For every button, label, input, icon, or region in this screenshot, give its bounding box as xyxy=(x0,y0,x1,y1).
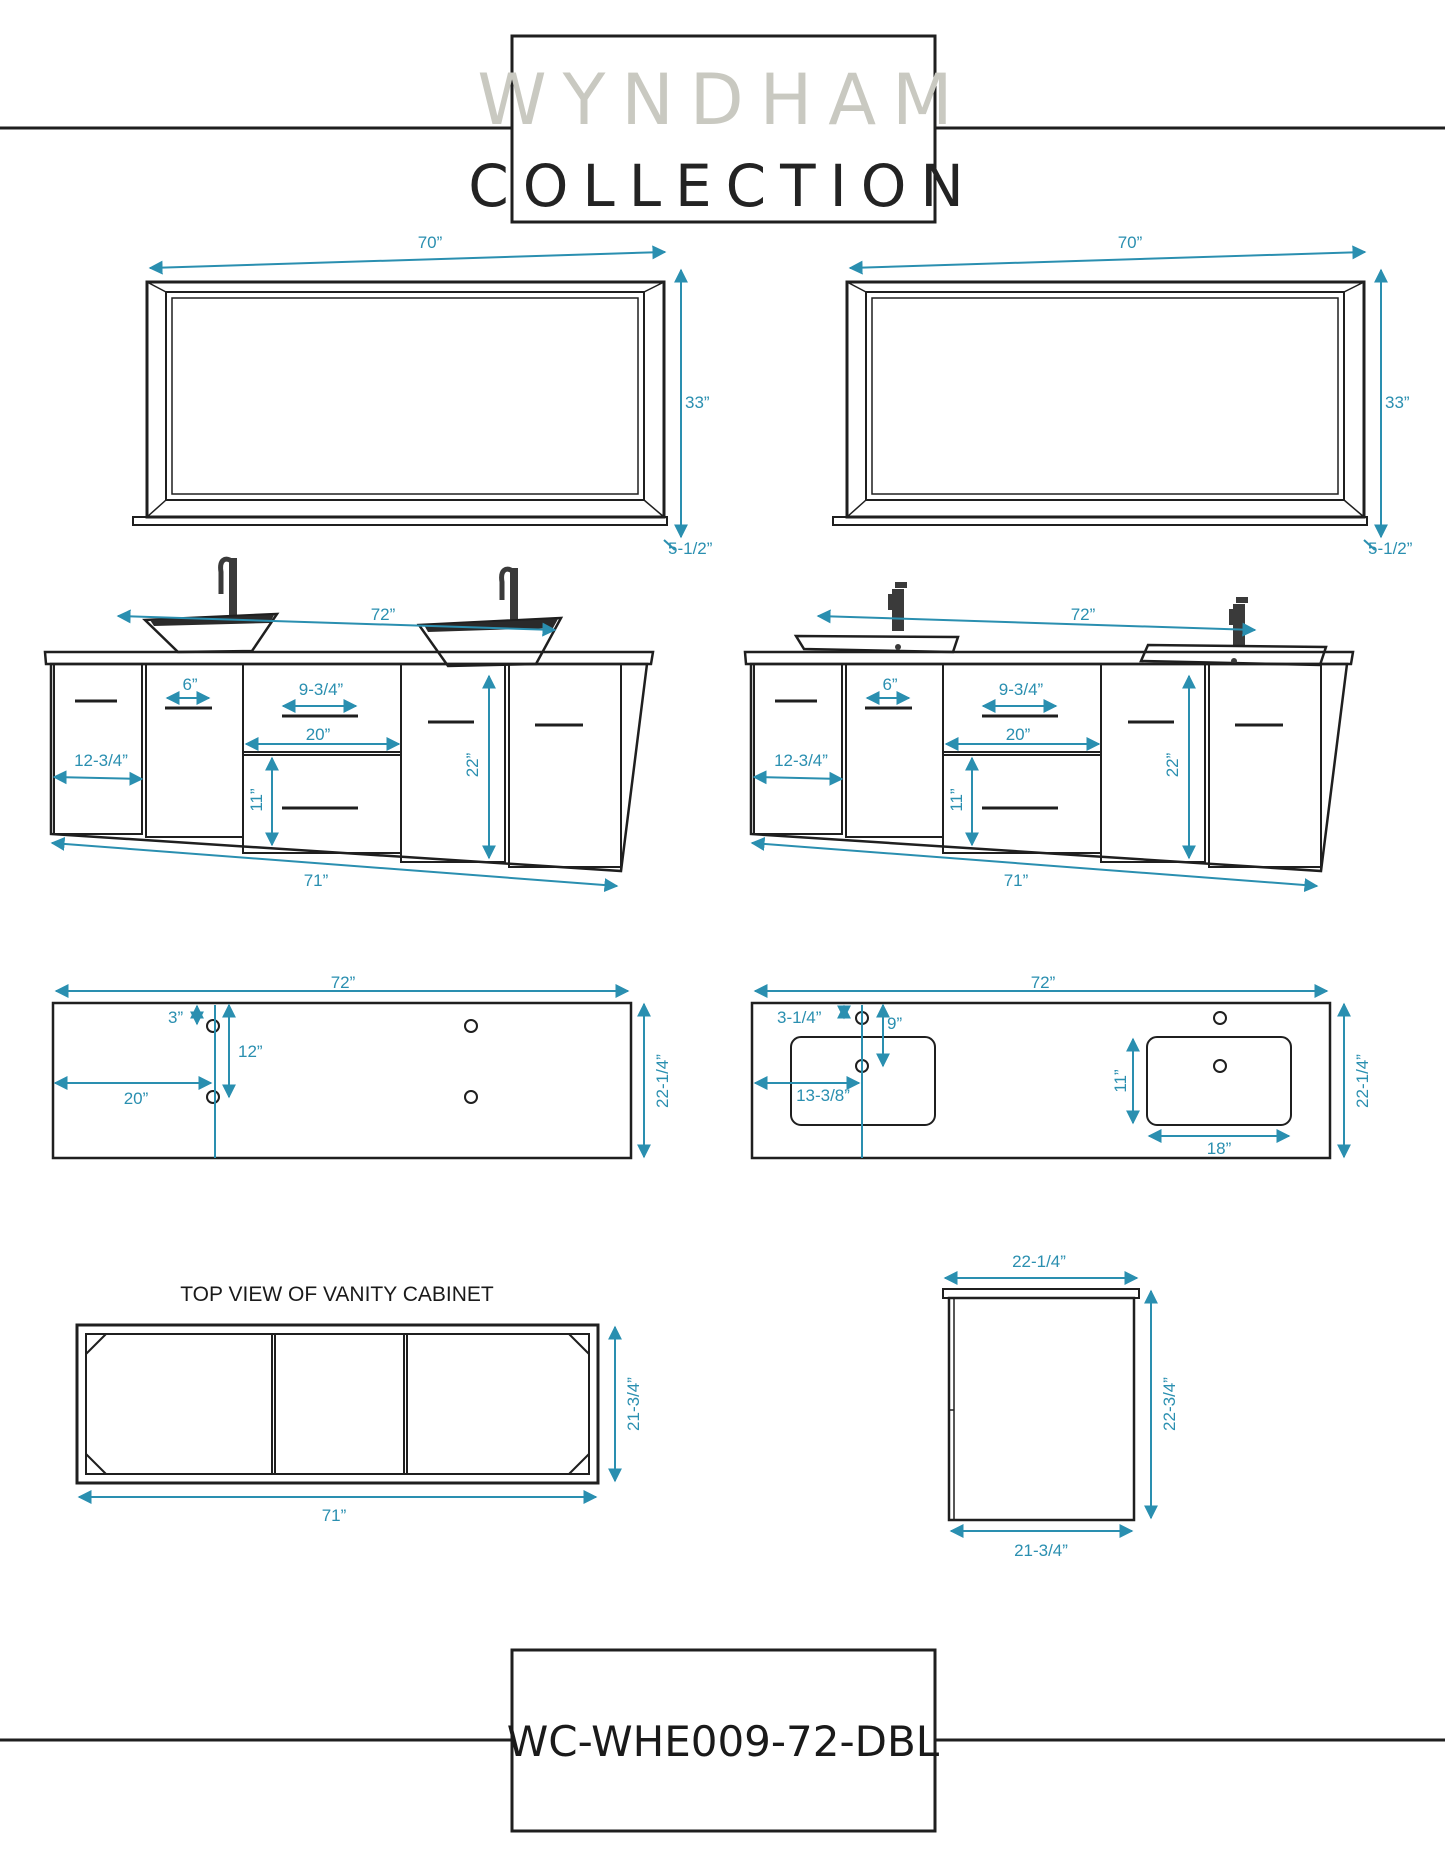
side-width-label: 12-3/4” xyxy=(74,751,128,770)
counter-right xyxy=(743,650,1355,666)
cabinet-height-label: 22” xyxy=(463,752,482,777)
edge-offset-label: 3-1/4” xyxy=(777,1008,822,1027)
mirror-right xyxy=(832,280,1368,526)
mirror-width-label: 70” xyxy=(418,233,443,252)
faucet-left xyxy=(888,582,907,631)
brand-wyndham: WYNDHAM xyxy=(477,59,968,141)
cabinet-depth-label: 21-3/4” xyxy=(624,1377,643,1431)
drawer-width-label: 9-3/4” xyxy=(299,680,344,699)
side-bottom-depth-label: 21-3/4” xyxy=(1014,1541,1068,1560)
cabinet-width-label: 71” xyxy=(322,1506,347,1525)
counter-width-label: 72” xyxy=(1071,605,1096,624)
shelf-depth-label: 5-1/2” xyxy=(1368,539,1413,558)
vessel-sink-right xyxy=(416,616,564,668)
faucet-offset-label: 9” xyxy=(887,1014,902,1033)
side-top-depth-label: 22-1/4” xyxy=(1012,1252,1066,1271)
undermount-sink-left xyxy=(793,634,960,654)
faucet-hole xyxy=(1213,1011,1227,1025)
faucet-hole xyxy=(464,1019,478,1033)
faucet-right xyxy=(1229,597,1248,646)
counter-left xyxy=(43,650,655,666)
cabinet-top-view: TOP VIEW OF VANITY CABINET 21-3/4” 71” xyxy=(75,1283,643,1525)
vessel-faucet-right xyxy=(499,566,518,626)
center-width-label: 20” xyxy=(1006,725,1031,744)
cabinet-width-label: 71” xyxy=(304,871,329,890)
mirror-height-label: 33” xyxy=(685,393,710,412)
door-width-label: 6” xyxy=(882,675,897,694)
side-offset-label: 20” xyxy=(124,1089,149,1108)
right-top-plan: 72” 3-1/4” 9” 13-3/8” 11” 18” 22-1/4” xyxy=(750,973,1372,1160)
sink-depth-label: 11” xyxy=(1111,1069,1130,1093)
sink-cutout xyxy=(1146,1036,1292,1126)
cabinet-front-right xyxy=(749,662,1349,873)
drawer-width-label: 9-3/4” xyxy=(999,680,1044,699)
shelf-depth-label: 5-1/2” xyxy=(668,539,713,558)
plan-width-label: 72” xyxy=(1031,973,1056,992)
header: WYNDHAM COLLECTION xyxy=(0,34,1445,224)
footer: WC-WHE009-72-DBL xyxy=(0,1648,1445,1833)
mirror-left xyxy=(132,280,668,526)
drain-hole xyxy=(464,1090,478,1104)
drawer-height-label: 11” xyxy=(247,788,266,812)
brand-box xyxy=(510,34,937,224)
edge-offset-label: 3” xyxy=(168,1008,183,1027)
left-top-plan: 72” 3” 12” 20” 22-1/4” xyxy=(51,973,672,1160)
counter-width-label: 72” xyxy=(371,605,396,624)
right-elevation: 70” 33” 5-1/2” 72” xyxy=(743,233,1413,893)
brand-collection: COLLECTION xyxy=(468,152,978,220)
drain-hole xyxy=(206,1090,220,1104)
drain-hole xyxy=(1213,1059,1227,1073)
hole-spacing-label: 12” xyxy=(238,1042,263,1061)
side-height-label: 22-3/4” xyxy=(1160,1377,1179,1431)
drawer-height-label: 11” xyxy=(947,788,966,812)
model-number: WC-WHE009-72-DBL xyxy=(507,1717,940,1766)
mirror-width-label: 70” xyxy=(1118,233,1143,252)
side-width-label: 12-3/4” xyxy=(774,751,828,770)
door-width-label: 6” xyxy=(182,675,197,694)
cabinet-top-view-title: TOP VIEW OF VANITY CABINET xyxy=(180,1283,494,1306)
side-offset-label: 13-3/8” xyxy=(796,1086,850,1105)
sink-width-label: 18” xyxy=(1207,1139,1232,1158)
side-view: 22-1/4” 22-3/4” 21-3/4” xyxy=(942,1252,1179,1560)
left-elevation: 70” 33” 5-1/2” 72” xyxy=(43,233,713,893)
plan-depth-label: 22-1/4” xyxy=(653,1054,672,1108)
vessel-faucet-left xyxy=(218,556,237,622)
faucet-hole xyxy=(206,1019,220,1033)
mirror-height-label: 33” xyxy=(1385,393,1410,412)
cabinet-width-label: 71” xyxy=(1004,871,1029,890)
model-box xyxy=(510,1648,937,1833)
cabinet-front-left xyxy=(49,662,649,873)
plan-width-label: 72” xyxy=(331,973,356,992)
cabinet-height-label: 22” xyxy=(1163,752,1182,777)
center-width-label: 20” xyxy=(306,725,331,744)
plan-depth-label: 22-1/4” xyxy=(1353,1054,1372,1108)
